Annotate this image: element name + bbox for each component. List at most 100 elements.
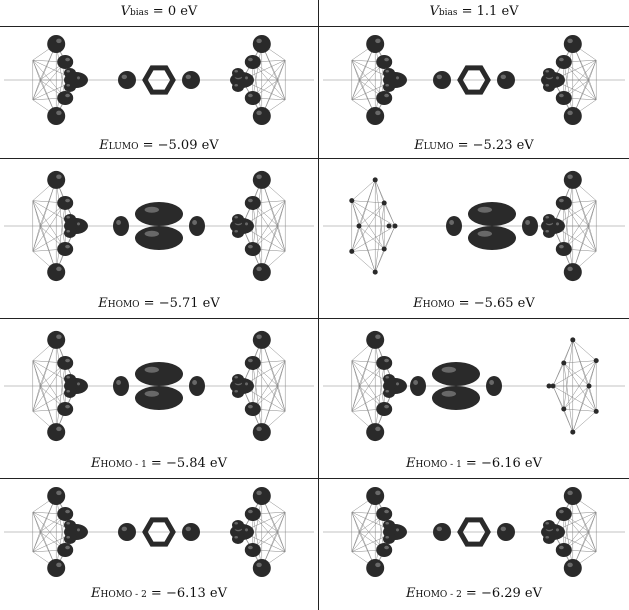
cage-bond [32, 531, 41, 552]
cage-atom [586, 383, 592, 389]
cage-bond [572, 339, 590, 387]
orbital-lobe [57, 402, 74, 417]
orbital-lobe [563, 559, 582, 577]
lobe-highlight [384, 57, 389, 62]
cage-bond [374, 248, 385, 273]
cage-bond [252, 512, 286, 551]
caption-symbol: E [98, 296, 108, 311]
cage-bond [351, 360, 385, 410]
lobe-highlight [234, 84, 238, 87]
lobe-highlight [56, 38, 62, 44]
lobe-highlight [66, 230, 70, 233]
orbital-lobe [244, 242, 261, 257]
orbital-image-homo-right [319, 162, 629, 290]
lobe-highlight [559, 545, 564, 550]
caption-homo1-right: EHOMO - 1 = −6.16 eV [319, 456, 629, 471]
lobe-highlight [567, 562, 573, 568]
cage-bond [252, 60, 286, 99]
cage-bond [563, 43, 574, 99]
benzene-ring [142, 65, 176, 95]
orbital-lobe [433, 71, 451, 89]
orbital-lobe [383, 520, 395, 530]
lobe-highlight [375, 38, 381, 44]
lobe-highlight [116, 220, 121, 225]
lobe-highlight [65, 358, 70, 363]
orbital-lobe [232, 228, 244, 238]
orbital-lobe [47, 263, 66, 282]
cage-bond [32, 179, 57, 252]
lobe-highlight [66, 390, 70, 393]
orbital-drawing [4, 170, 314, 282]
lobe-highlight [477, 230, 492, 237]
lobe-highlight [256, 266, 262, 272]
lobe-highlight [441, 366, 456, 373]
lobe-highlight [66, 522, 70, 525]
lobe-highlight [385, 70, 389, 73]
orbital-image-homo1-right [319, 322, 629, 450]
cage-bond [358, 179, 376, 227]
cage-bond [32, 202, 66, 252]
cage-bond [32, 61, 66, 100]
orbital-lobe [64, 520, 76, 530]
lobe-highlight [396, 528, 399, 532]
cage-atom [392, 223, 398, 229]
cage-bond [358, 225, 376, 273]
cage-bond [277, 79, 286, 100]
orbital-lobe [182, 523, 200, 541]
orbital-lobe [366, 487, 385, 505]
lobe-highlight [56, 266, 62, 272]
cage-atom [561, 406, 567, 412]
row-rule-3 [0, 478, 629, 479]
lobe-highlight [545, 216, 549, 219]
lobe-highlight [234, 390, 238, 393]
cage-bond [351, 531, 360, 552]
row-rule-1 [0, 158, 629, 159]
cage-bond [252, 202, 286, 252]
cage-bond [552, 385, 597, 412]
cage-bond [374, 202, 385, 273]
cage-bond [563, 513, 597, 552]
orbital-image-lumo-right [319, 30, 629, 130]
caption-lumo-left: ELUMO = −5.09 eV [0, 138, 318, 153]
orbital-lobe [555, 507, 572, 521]
caption-value: = −5.65 eV [454, 296, 535, 311]
orbital-lobe [497, 523, 515, 541]
orbital-lobe [135, 226, 183, 250]
lobe-highlight [396, 76, 399, 80]
cage-bond [383, 202, 396, 227]
cage-bond [351, 179, 376, 252]
lobe-highlight [567, 266, 573, 272]
lobe-highlight [234, 70, 238, 73]
cage-bond [588, 385, 597, 412]
orbital-lobe [486, 376, 502, 396]
orbital-svg [4, 330, 314, 442]
orbital-lobe [57, 242, 74, 257]
orbital-svg [323, 330, 625, 442]
lobe-highlight [144, 366, 159, 373]
cage-atom [550, 383, 556, 389]
cage-bond [55, 513, 66, 569]
cage-bond [351, 225, 360, 252]
cage-atom [561, 360, 567, 366]
orbital-lobe [555, 195, 572, 210]
cage-bond [572, 43, 597, 100]
header-left-value: = 0 eV [148, 4, 198, 19]
cage-bond [374, 179, 385, 250]
caption-subscript: LUMO [108, 142, 139, 152]
cage-bond [277, 200, 286, 227]
lobe-highlight [77, 222, 80, 226]
orbital-lobe [252, 487, 271, 505]
caption-value: = −5.71 eV [139, 296, 220, 311]
lobe-highlight [192, 380, 198, 385]
cage-bond [351, 200, 396, 227]
cage-bond [261, 339, 286, 412]
cage-bond [32, 60, 57, 117]
caption-value: = −5.23 eV [453, 138, 534, 153]
lobe-highlight [248, 404, 253, 409]
lobe-highlight [248, 198, 253, 203]
cage-bond [351, 360, 360, 387]
benzene-ring [457, 65, 491, 95]
orbital-lobe [252, 35, 271, 53]
cage-bond [55, 339, 66, 410]
orbital-lobe [446, 216, 462, 236]
